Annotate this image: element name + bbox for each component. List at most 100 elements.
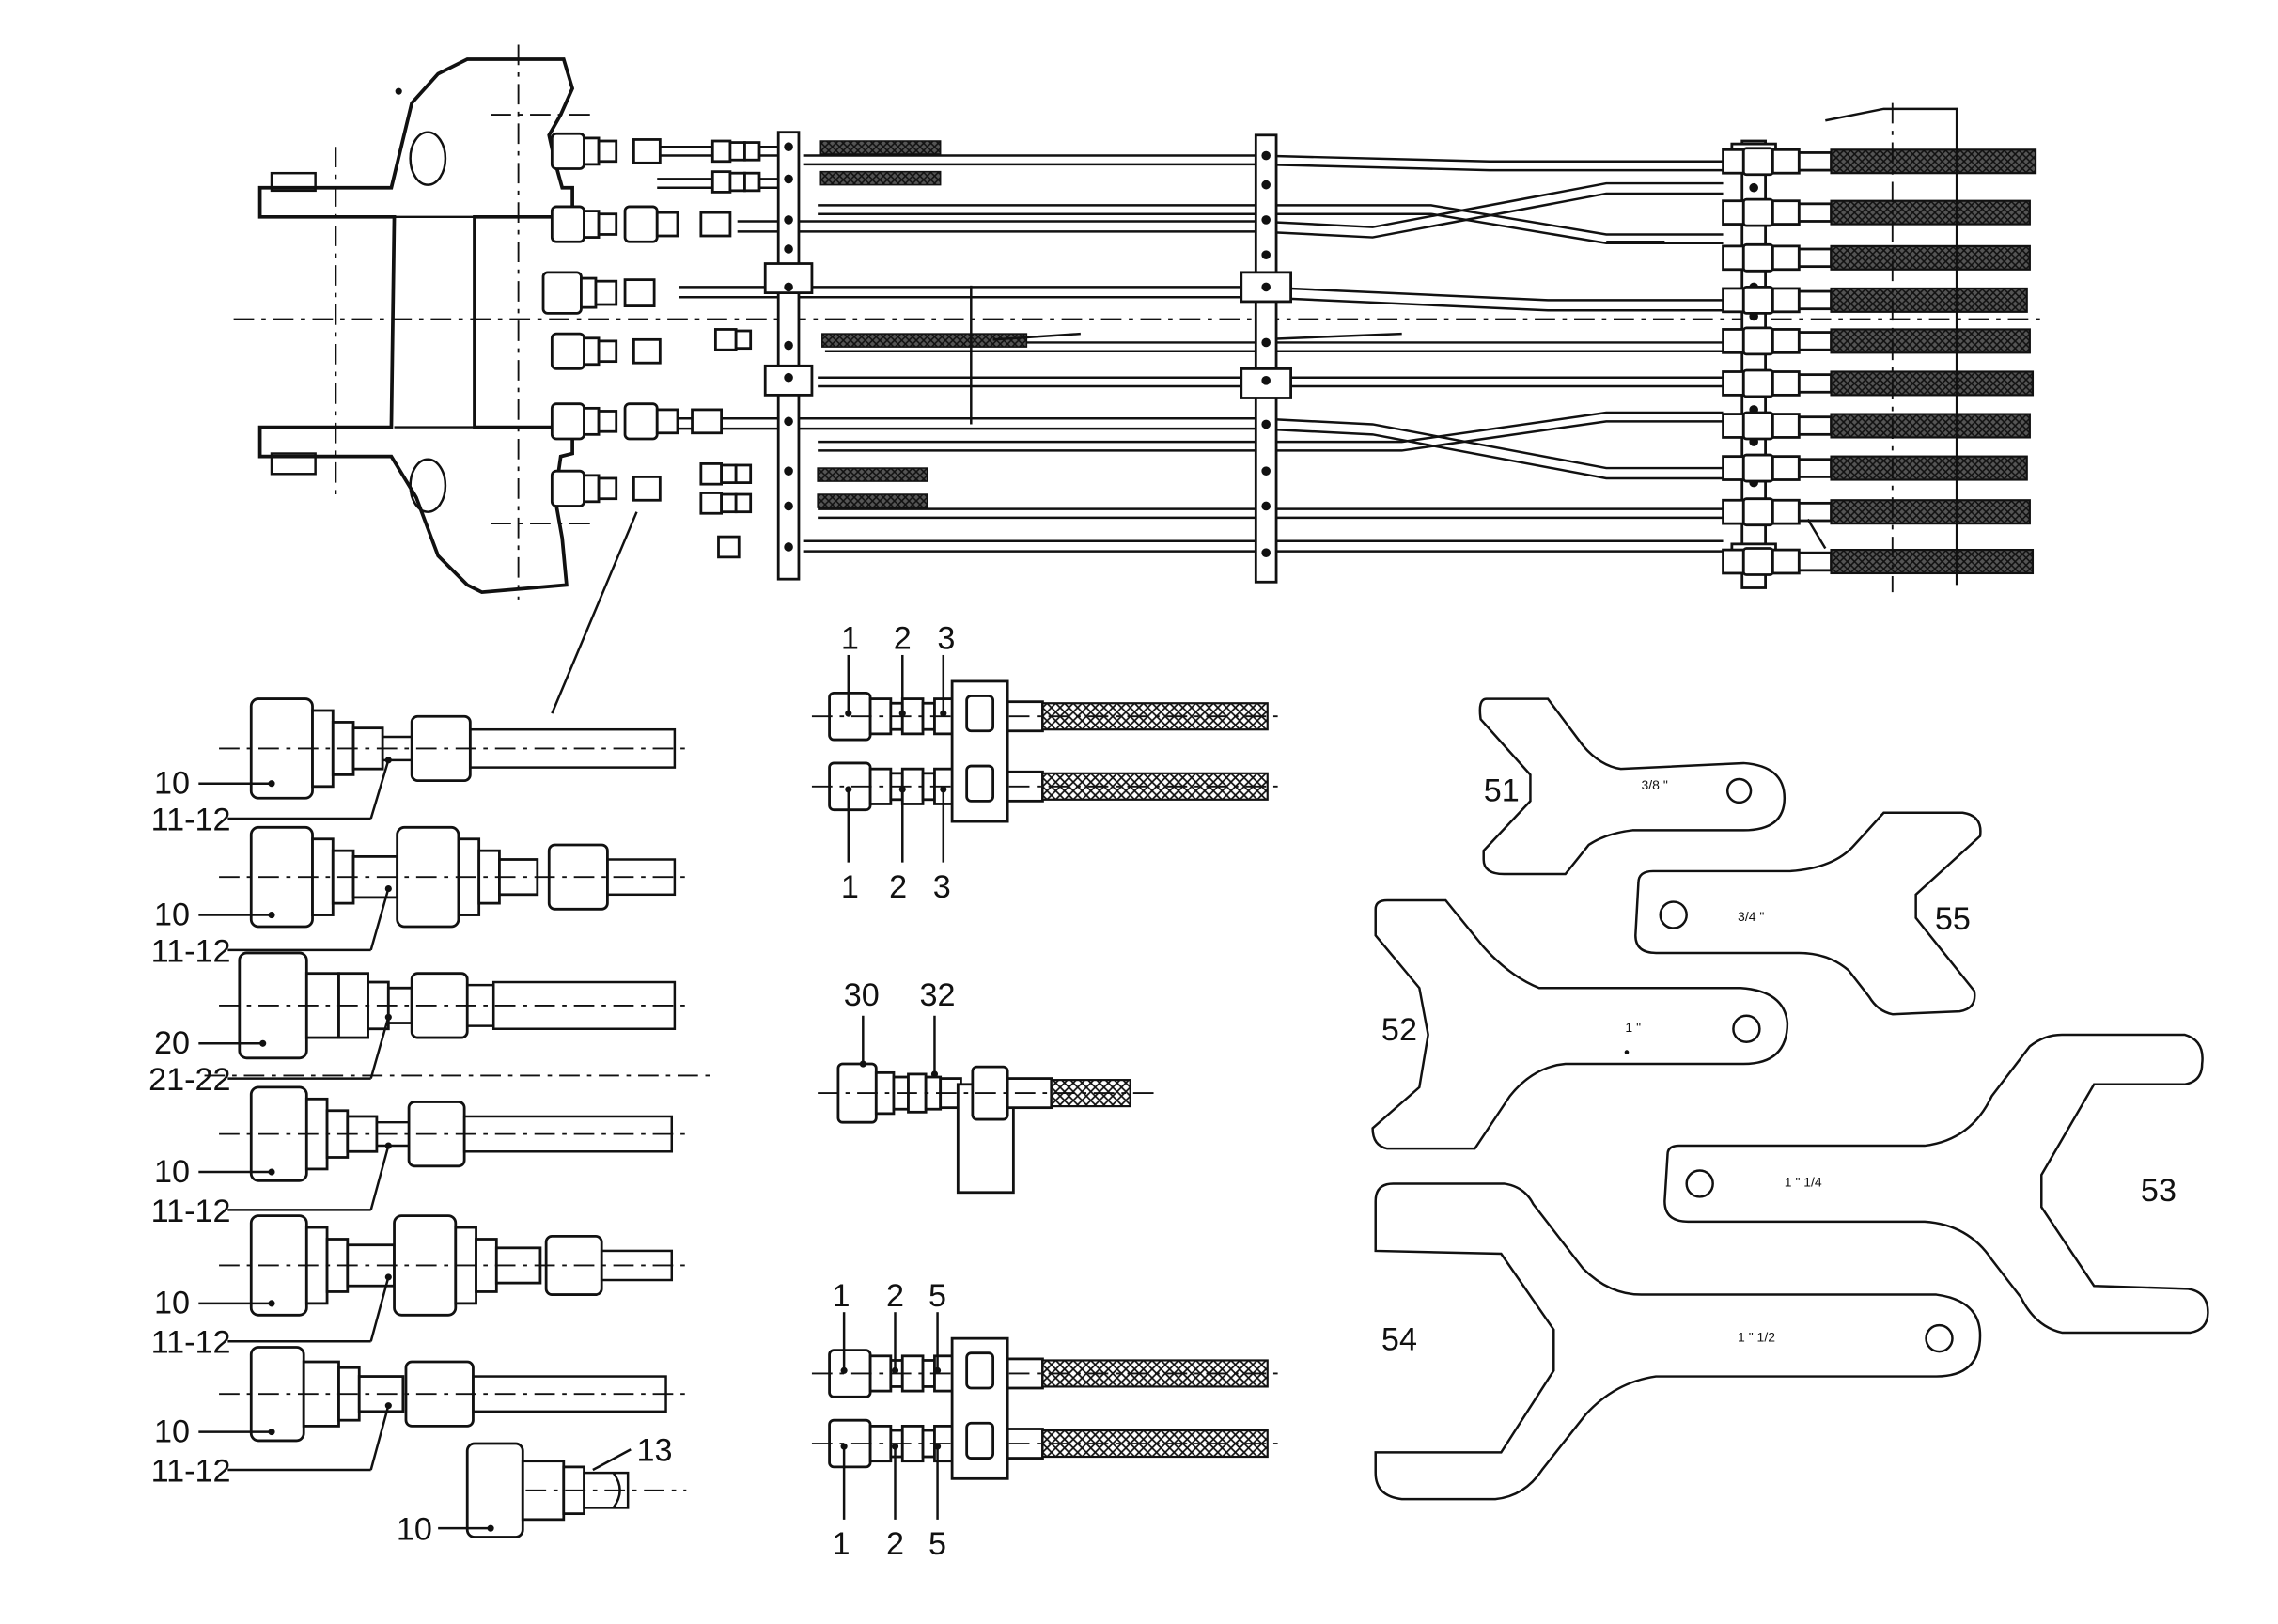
detail-a-label: 2 xyxy=(894,621,912,657)
clamp-bolt xyxy=(784,215,793,225)
clamp-bolt xyxy=(1261,501,1272,511)
wrench-54: 54 1 " 1/2 xyxy=(1374,1182,1982,1501)
right-hose-ends xyxy=(1722,147,2037,576)
clamp-bolt xyxy=(784,142,793,152)
detail-a-label: 1 xyxy=(841,621,859,657)
wrench-number: 52 xyxy=(1381,1012,1417,1048)
callout-label: 21-22 xyxy=(148,1062,230,1098)
detail-a-label: 3 xyxy=(937,621,955,657)
detail-c-label: 1 xyxy=(833,1278,850,1314)
clamp-bolt xyxy=(1261,337,1272,348)
detail-a-label: 3 xyxy=(933,869,951,905)
clamp-bolt xyxy=(1261,150,1272,161)
callout-label: 11-12 xyxy=(151,933,231,969)
clamp-bolt xyxy=(784,282,793,292)
right-hose-end xyxy=(1722,411,2031,441)
wrench-53: 53 1 " 1/4 xyxy=(1663,1033,2209,1335)
clamp-bolt xyxy=(784,542,793,552)
main-assembly xyxy=(233,44,2045,600)
detail-a-label: 1 xyxy=(841,869,859,905)
wrench-number: 51 xyxy=(1484,773,1520,808)
clamp-bolt xyxy=(1261,419,1272,429)
clamp-bars xyxy=(763,131,1777,589)
callout-label: 11-12 xyxy=(151,1194,231,1229)
detail-c-label: 2 xyxy=(886,1278,904,1314)
detail-c-label: 5 xyxy=(928,1278,946,1314)
wrench-size: 1 " 1/4 xyxy=(1785,1175,1822,1190)
callout-label: 20 xyxy=(154,1025,190,1061)
clamp-bolt xyxy=(784,501,793,511)
wrench-size: 3/8 " xyxy=(1642,777,1668,792)
clamp-bolt xyxy=(784,174,793,184)
clamp-bolt xyxy=(784,244,793,254)
detail-c-label: 5 xyxy=(928,1526,946,1562)
callout-label: 10 xyxy=(397,1512,432,1548)
clamp-bolt xyxy=(784,466,793,476)
wrench-number: 54 xyxy=(1381,1322,1417,1358)
wrench-size: 3/4 " xyxy=(1738,909,1764,924)
hose-fitting xyxy=(811,1418,1286,1469)
right-hose-end xyxy=(1722,453,2028,483)
fitting-detail-4 xyxy=(219,1085,687,1182)
clamp-bolt xyxy=(1749,182,1758,193)
clamp-bolt xyxy=(784,372,793,383)
fitting-detail-5 xyxy=(219,1214,687,1317)
callout-label: 10 xyxy=(154,1286,190,1321)
callout-label: 10 xyxy=(154,897,190,932)
clamp-bolt xyxy=(1261,466,1272,476)
right-hose-end xyxy=(1722,547,2035,576)
clamp-bolt xyxy=(1261,215,1272,225)
clamp-bolt xyxy=(784,416,793,427)
right-hose-end xyxy=(1722,242,2031,273)
detail-b: 30 32 xyxy=(818,977,1154,1195)
right-hose-end xyxy=(1722,285,2028,315)
clamp-bolt xyxy=(784,340,793,351)
detail-a-label: 2 xyxy=(889,869,907,905)
callout-dots xyxy=(259,757,494,1532)
callout-label: 10 xyxy=(154,766,190,802)
detail-b-label: 30 xyxy=(844,977,880,1013)
wrench-number: 55 xyxy=(1935,901,1971,937)
detail-leader-line xyxy=(551,511,638,714)
wrench-51: 51 3/8 " xyxy=(1478,697,1787,876)
callout-leaders xyxy=(198,759,632,1530)
wrench-52: 52 1 " xyxy=(1371,898,1789,1150)
callout-label: 11-12 xyxy=(151,802,231,837)
wrench-size: 1 " 1/2 xyxy=(1738,1329,1775,1344)
fitting-detail-2 xyxy=(219,825,687,929)
callout-label: 10 xyxy=(154,1413,190,1449)
fitting-detail-1 xyxy=(219,697,687,800)
callout-label: 11-12 xyxy=(151,1325,231,1361)
wrench-set: 51 3/8 " 55 3/4 " 52 1 " 53 1 " 1/4 xyxy=(1371,697,2209,1501)
wrench-55: 55 3/4 " xyxy=(1634,811,1982,1016)
right-hose-end xyxy=(1722,368,2035,398)
detail-b-label: 32 xyxy=(920,977,956,1013)
fitting-detail-6 xyxy=(219,1346,687,1443)
fitting-details: 10 11-12 10 11-12 20 21-22 10 11-12 10 1… xyxy=(148,697,716,1548)
left-fittings xyxy=(541,132,761,559)
hose-fitting xyxy=(811,1349,1286,1398)
wrench-number: 53 xyxy=(2141,1173,2177,1209)
callout-label: 10 xyxy=(154,1154,190,1190)
callout-label: 13 xyxy=(636,1433,672,1469)
detail-a: 1 2 3 1 2 3 xyxy=(811,621,1286,905)
fitting-detail-3 xyxy=(219,951,687,1060)
hose-fitting xyxy=(811,691,1286,742)
clamp-bolt xyxy=(1261,250,1272,260)
right-hose-end xyxy=(1722,197,2031,227)
wrench-size: 1 " xyxy=(1625,1020,1641,1035)
tube-bundle xyxy=(657,140,1724,553)
right-hose-end xyxy=(1722,326,2031,356)
detail-c: 1 2 5 1 2 5 xyxy=(811,1278,1286,1562)
detail-c-label: 2 xyxy=(886,1526,904,1562)
fitting-detail-7 xyxy=(465,1442,687,1538)
clamp-bolt xyxy=(1261,376,1272,385)
clamp-bolt xyxy=(1261,282,1272,292)
hose-fitting xyxy=(811,761,1286,812)
detail-c-label: 1 xyxy=(833,1526,850,1562)
callout-label: 11-12 xyxy=(151,1453,231,1489)
clamp-bolt xyxy=(1261,180,1272,190)
right-hose-end xyxy=(1722,497,2031,527)
